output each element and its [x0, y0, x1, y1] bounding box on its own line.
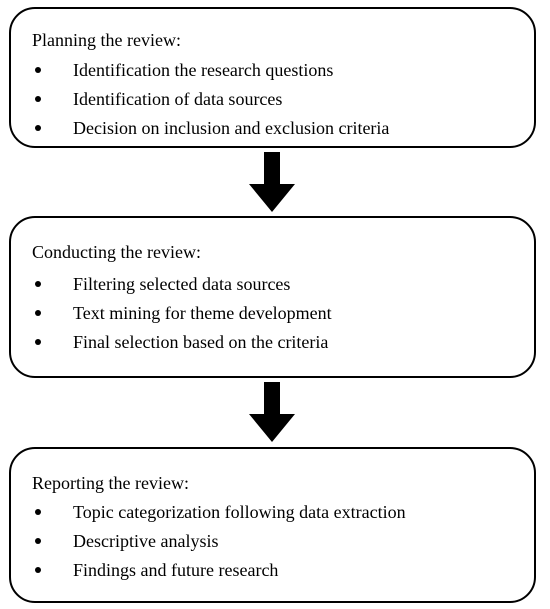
bullet-icon [35, 125, 41, 131]
down-arrow-icon [249, 152, 295, 212]
list-item-text: Findings and future research [73, 560, 279, 580]
bullet-icon [35, 310, 41, 316]
stage-box-conducting: Conducting the review: Filtering selecte… [9, 216, 536, 378]
list-item-text: Identification the research questions [73, 60, 334, 80]
bullet-icon [35, 509, 41, 515]
stage-title: Reporting the review: [32, 473, 189, 493]
list-item-text: Decision on inclusion and exclusion crit… [73, 118, 390, 138]
bullet-icon [35, 538, 41, 544]
bullet-icon [35, 339, 41, 345]
stage-title: Conducting the review: [32, 242, 201, 262]
down-arrow-icon [249, 382, 295, 442]
list-item-text: Identification of data sources [73, 89, 283, 109]
list-item-text: Text mining for theme development [73, 303, 332, 323]
list-item-text: Filtering selected data sources [73, 274, 291, 294]
stage-title: Planning the review: [32, 30, 181, 50]
bullet-icon [35, 567, 41, 573]
list-item-text: Final selection based on the criteria [73, 332, 329, 352]
stage-box-planning: Planning the review: Identification the … [9, 7, 536, 148]
list-item-text: Descriptive analysis [73, 531, 219, 551]
bullet-icon [35, 67, 41, 73]
stage-box-reporting: Reporting the review: Topic categorizati… [9, 447, 536, 603]
bullet-icon [35, 96, 41, 102]
bullet-icon [35, 281, 41, 287]
list-item-text: Topic categorization following data extr… [73, 502, 406, 522]
